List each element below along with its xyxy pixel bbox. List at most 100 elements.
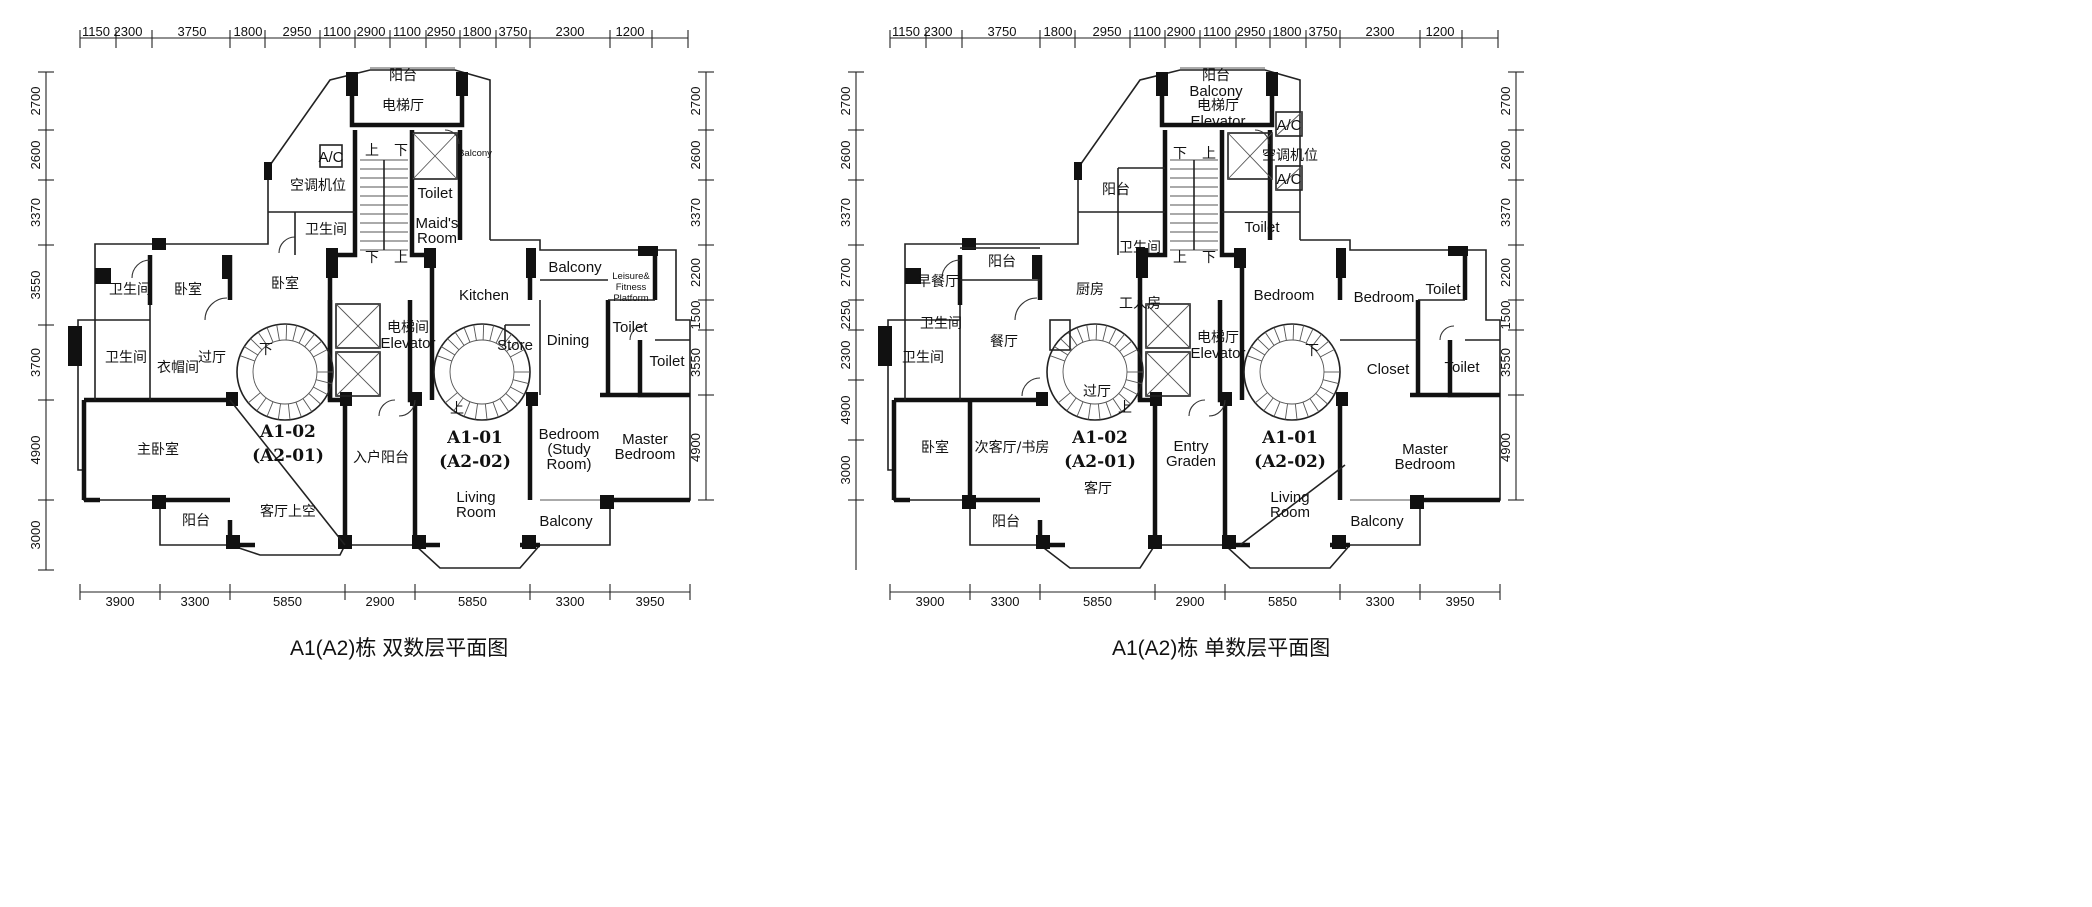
doors (131, 129, 645, 417)
room-label-entry-balcony: 入户阳台 (353, 449, 409, 466)
dim-label: 3750 (988, 24, 1017, 39)
dim-label: 3300 (991, 594, 1020, 609)
dim-label: 2900 (1167, 24, 1196, 39)
room-label-bedroom-b: 卧室 (271, 275, 299, 292)
dim-label: 1200 (616, 24, 645, 39)
unit-id-unit-a1-02: A1-02 (259, 422, 316, 442)
room-label-leisure-1: Leisure& (612, 271, 650, 282)
room-label-ac2: A/C (1276, 171, 1301, 188)
dim-label: 2200 (688, 258, 703, 287)
room-label-hall: 过厅 (198, 350, 226, 366)
unit-id-unit-a2-02: (A2-02) (1254, 452, 1326, 472)
room-label-balcony-bottom-en: Balcony (1350, 513, 1404, 530)
dim-label: 2600 (688, 141, 703, 170)
dim-label: 4900 (1498, 433, 1513, 462)
dim-label: 1100 (393, 24, 421, 39)
room-label-guest-study: 次客厅/书房 (975, 439, 1050, 456)
dim-label: 2300 (1366, 24, 1395, 39)
room-label-master-2: Bedroom (615, 446, 676, 463)
right-dimension-line: 2700 2600 3370 2200 1500 3550 4900 (1498, 71, 1524, 501)
room-label-maids-room-1: Maid's (416, 215, 459, 232)
room-label-ac-pos: 空调机位 (1262, 148, 1318, 164)
room-label-toilet-r1: Toilet (612, 319, 648, 336)
dim-label: 2900 (1176, 594, 1205, 609)
dim-label: 2200 (1498, 258, 1513, 287)
dim-label: 2700 (838, 258, 853, 287)
dim-label: 5850 (273, 594, 302, 609)
room-label-leisure-2: Fitness (616, 282, 647, 293)
dim-label: 3370 (28, 198, 43, 227)
unit-id-unit-a2-01: (A2-01) (1064, 452, 1136, 472)
dim-label: 3370 (688, 198, 703, 227)
dim-label: 1200 (1426, 24, 1455, 39)
caption-odd-floor: A1(A2)栋 单数层平面图 (1112, 637, 1330, 660)
dim-label: 3370 (1498, 198, 1513, 227)
dim-label: 3300 (1366, 594, 1395, 609)
unit-id-unit-a1-02: A1-02 (1071, 428, 1128, 448)
room-label-elev-room-cn: 电梯间 (387, 320, 429, 336)
dim-label: 3550 (28, 271, 43, 300)
dim-label: 1800 (1044, 24, 1073, 39)
unit-id-unit-a1-01: A1-01 (446, 428, 503, 448)
dim-label: 1500 (1498, 301, 1513, 330)
room-label-study-3: Room) (546, 456, 591, 473)
dim-label: 3550 (1498, 348, 1513, 377)
room-label-bedroom-cn: 卧室 (921, 439, 949, 456)
dim-label: 2950 (1237, 24, 1266, 39)
dim-label: 1100 (1133, 24, 1161, 39)
dim-label: 3750 (178, 24, 207, 39)
room-label-toilet-2: Toilet (1444, 359, 1480, 376)
room-label-ac-pos: 空调机位 (290, 178, 346, 194)
room-label-up2: 上 (1173, 250, 1187, 266)
room-label-up3: 上 (1118, 400, 1132, 416)
dim-label: 2600 (1498, 141, 1513, 170)
room-label-down2: 下 (1202, 250, 1216, 266)
room-label-down1: 下 (1173, 146, 1187, 162)
dim-label: 3300 (181, 594, 210, 609)
doors (941, 129, 1455, 417)
room-label-master-2: Bedroom (1395, 456, 1456, 473)
dim-label: 3700 (28, 348, 43, 377)
dim-label: 2300 (556, 24, 585, 39)
room-label-toilet-r2: Toilet (649, 353, 685, 370)
room-label-wc-b: 卫生间 (902, 350, 944, 366)
dim-label: 1150 (82, 24, 110, 39)
room-label-up1: 上 (1202, 146, 1216, 162)
room-label-living-cn: 客厅 (1084, 480, 1112, 497)
walls (81, 75, 690, 548)
room-label-wc-top: 卫生间 (305, 222, 347, 238)
room-label-balcony-small: Balcony (458, 148, 492, 159)
room-label-ac1: A/C (1276, 117, 1301, 134)
room-label-balcony-bottom-en: Balcony (539, 513, 593, 530)
room-label-entry-1: Entry (1173, 438, 1209, 455)
dim-label: 3950 (636, 594, 665, 609)
dim-label: 4900 (838, 396, 853, 425)
room-label-up1: 上 (365, 143, 379, 159)
interior-lines (94, 211, 690, 546)
room-label-balcony-bottom-cn: 阳台 (992, 514, 1020, 530)
room-label-dining: Dining (547, 332, 590, 349)
room-label-kitchen: Kitchen (459, 287, 509, 304)
dim-label: 2300 (838, 341, 853, 370)
dim-label: 3550 (688, 348, 703, 377)
room-label-bedroom-a: 卧室 (174, 281, 202, 298)
dim-label: 1100 (1203, 24, 1231, 39)
dim-label: 4900 (688, 433, 703, 462)
dim-label: 4900 (28, 436, 43, 465)
dim-label: 2600 (28, 141, 43, 170)
room-label-balcony-top-en: Balcony (1189, 83, 1243, 100)
room-label-elev-hall: 电梯厅 (382, 98, 424, 114)
dim-label: 2700 (688, 87, 703, 116)
dim-label: 2700 (1498, 87, 1513, 116)
room-label-elev-cn: 电梯厅 (1197, 330, 1239, 346)
room-label-living-void: 客厅上空 (260, 503, 316, 520)
room-label-wc-a: 卫生间 (920, 316, 962, 332)
dim-label: 3950 (1446, 594, 1475, 609)
dim-label: 3900 (106, 594, 135, 609)
